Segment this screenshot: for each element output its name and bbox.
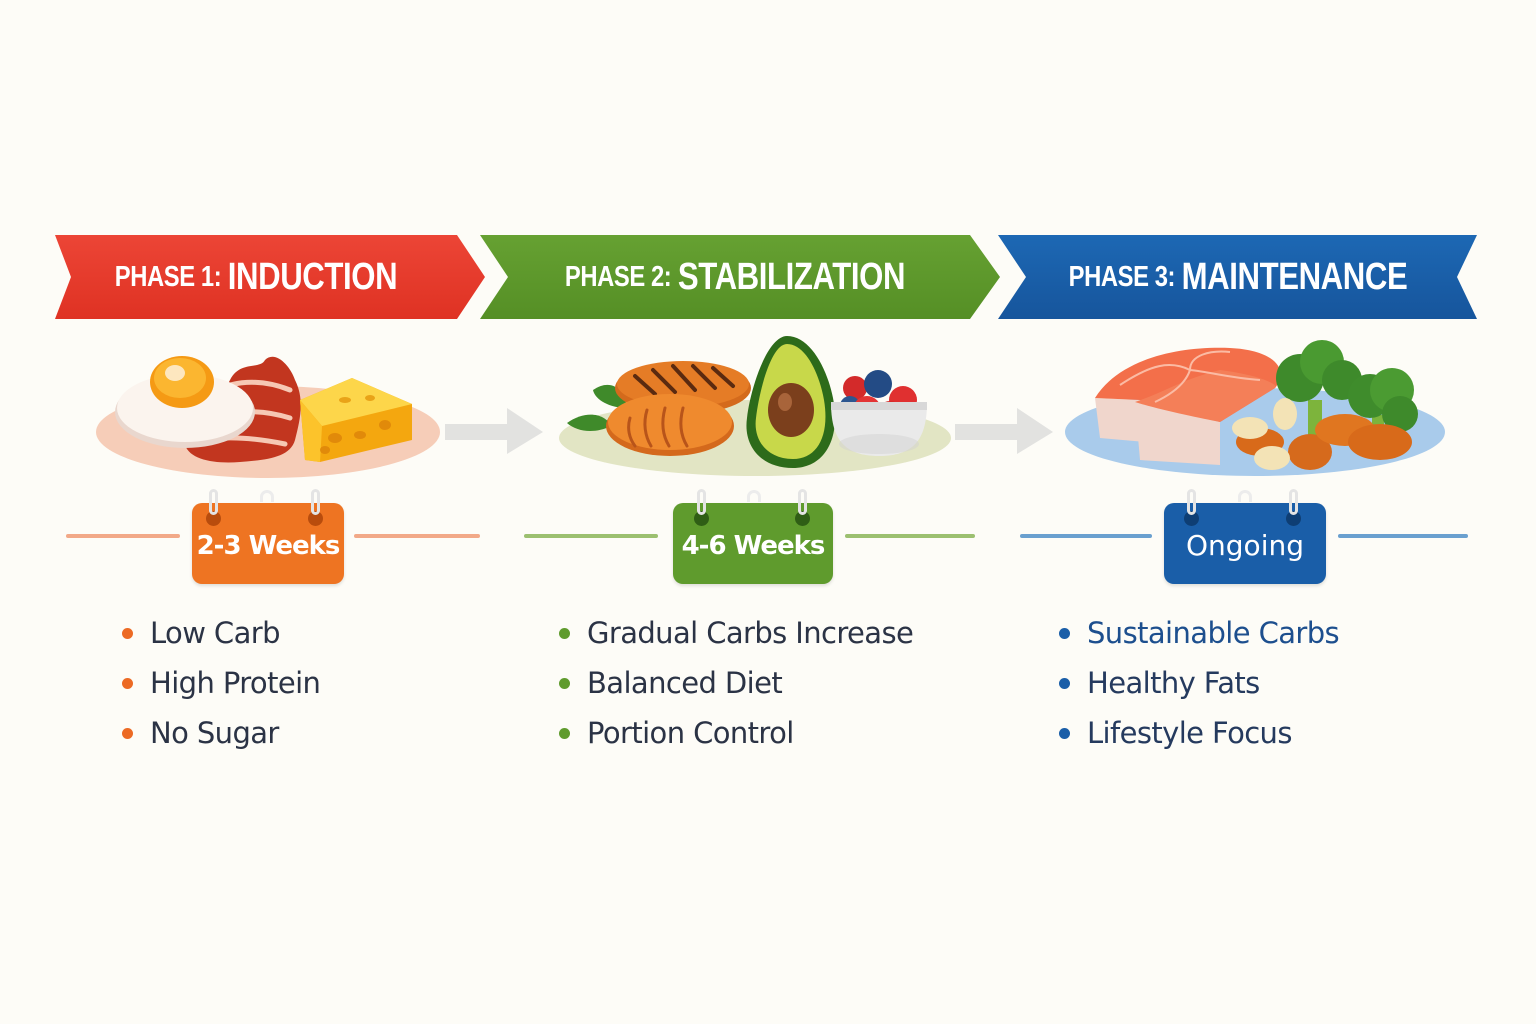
phase-2-bullet-list: Gradual Carbs Increase Balanced Diet Por… [559, 608, 914, 758]
banner-shape [480, 235, 1000, 319]
phase-2-name: STABILIZATION [677, 255, 906, 298]
list-item: No Sugar [122, 708, 320, 758]
list-item: Gradual Carbs Increase [559, 608, 914, 658]
avocado-icon [746, 336, 836, 468]
cheese-icon [300, 378, 412, 462]
fried-egg-icon [115, 356, 255, 448]
bullet-dot-icon [1059, 627, 1070, 639]
phase-1-duration: 2-3 Weeks [196, 530, 341, 561]
bullet-dot-icon [1059, 727, 1070, 739]
list-item: Balanced Diet [559, 658, 913, 708]
chicken-avocado-berries-illustration [559, 336, 951, 476]
banner-shape [998, 235, 1477, 319]
timeline-line [1020, 534, 1152, 538]
phase-3-prefix: PHASE 3: [1068, 260, 1176, 293]
bullet-dot-icon [122, 677, 133, 689]
list-item: Healthy Fats [1059, 658, 1339, 708]
grilled-chicken-icon [606, 361, 751, 456]
phase-2-banner: PHASE 2: STABILIZATION [480, 235, 1004, 319]
bullet-dot-icon [122, 627, 133, 639]
bullet-dot-icon [122, 727, 133, 739]
timeline-line [845, 534, 975, 538]
timeline-line [354, 534, 480, 538]
phase-3-bullet-list: Sustainable Carbs Healthy Fats Lifestyle… [1059, 608, 1340, 758]
phase-1-duration-badge: 2-3 Weeks [192, 489, 344, 584]
bullet-dot-icon [559, 627, 570, 639]
phase-1-banner: PHASE 1: INDUCTION [55, 235, 487, 319]
salmon-icon [1095, 347, 1281, 465]
phase-2-duration-badge: 4-6 Weeks [673, 489, 833, 584]
calendar-ring-icon [798, 489, 807, 515]
bullet-dot-icon [559, 677, 570, 689]
phase-2-duration: 4-6 Weeks [681, 530, 826, 561]
timeline-line [66, 534, 180, 538]
right-arrow-icon [955, 408, 1053, 454]
nuts-icon [1232, 398, 1412, 470]
phase-3-banner: PHASE 3: MAINTENANCE [998, 235, 1478, 319]
calendar-ring-icon [1187, 489, 1196, 515]
phase-3-duration: Ongoing [1186, 529, 1304, 562]
salmon-broccoli-nuts-illustration [1065, 340, 1445, 476]
bullet-dot-icon [559, 727, 570, 739]
phase-1-prefix: PHASE 1: [114, 260, 222, 293]
timeline-line [524, 534, 658, 538]
phase-1-bullet-list: Low Carb High Protein No Sugar [122, 608, 321, 758]
banner-shape [55, 235, 485, 319]
phase-1-title: PHASE 1: INDUCTION [91, 235, 421, 319]
calendar-ring-icon [311, 489, 320, 515]
calendar-ring-icon [209, 489, 218, 515]
phase-2-title: PHASE 2: STABILIZATION [534, 235, 936, 319]
phase-3-title: PHASE 3: MAINTENANCE [1058, 235, 1419, 319]
berry-bowl-icon [831, 370, 927, 456]
calendar-ring-icon [697, 489, 706, 515]
phase-1-name: INDUCTION [227, 255, 398, 298]
list-item: Sustainable Carbs [1059, 608, 1340, 658]
bullet-dot-icon [1059, 677, 1070, 689]
list-item: High Protein [122, 658, 321, 708]
calendar-ring-icon [1289, 489, 1298, 515]
list-item: Lifestyle Focus [1059, 708, 1339, 758]
phase-3-duration-badge: Ongoing [1164, 489, 1326, 584]
egg-bacon-cheese-illustration [96, 356, 440, 478]
list-item: Low Carb [122, 608, 320, 658]
phase-3-name: MAINTENANCE [1181, 255, 1408, 298]
right-arrow-icon [445, 408, 543, 454]
timeline-line [1338, 534, 1468, 538]
broccoli-icon [1276, 340, 1418, 440]
list-item: Portion Control [559, 708, 913, 758]
phase-2-prefix: PHASE 2: [564, 260, 672, 293]
